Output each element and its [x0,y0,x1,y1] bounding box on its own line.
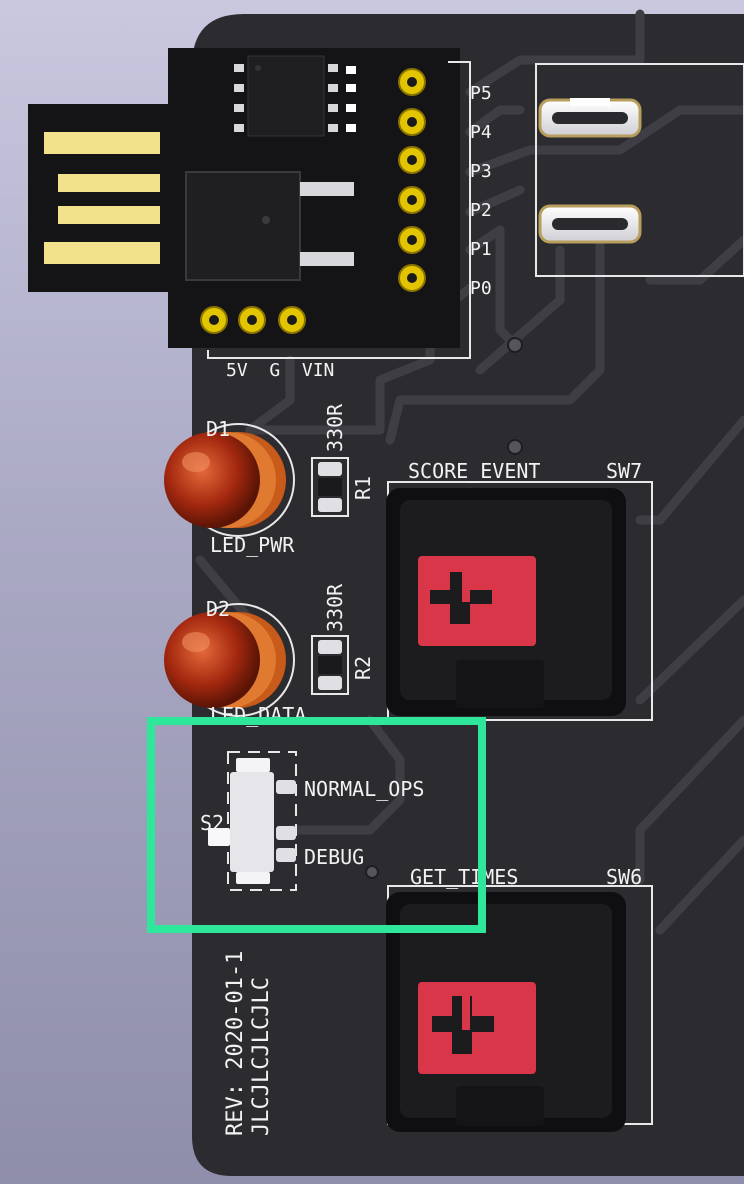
s2-option-normal: NORMAL_OPS [304,777,424,801]
led-d2 [164,603,295,717]
voltage-regulator [185,171,301,281]
pin-label-p5: P5 [470,83,492,104]
d1-ref: D1 [206,417,230,441]
pin-label-p1: P1 [470,239,492,260]
header-pins [394,62,434,298]
keycap-cross-icon [430,572,492,624]
sw7-ref: SW7 [606,459,642,483]
s2-ref: S2 [200,811,224,835]
mounting-slots [535,63,744,277]
s2-option-debug: DEBUG [304,845,364,869]
copper-traces [195,9,744,935]
r1-ref: R1 [351,476,375,500]
pin-label-p3: P3 [470,161,492,182]
resistor-r2 [311,635,349,695]
pin-label-p2: P2 [470,200,492,221]
pin-label-p4: P4 [470,122,492,143]
highlight-box [147,717,486,933]
usb-contacts [44,132,160,264]
d1-name: LED_PWR [210,533,295,557]
pin-label-p0: P0 [470,278,492,299]
power-pins [200,306,306,334]
d2-ref: D2 [206,597,230,621]
r2-ref: R2 [351,656,375,680]
jlc-order-text: JLCJLCJLCJLC [249,977,274,1136]
resistor-r1 [311,457,349,517]
vias [365,337,523,879]
r1-value: 330R [323,403,347,452]
revision-text: REV: 2020-01-1 [223,951,248,1136]
keyswitch-sw7[interactable] [386,481,653,721]
sw6-ref: SW6 [606,865,642,889]
keyswitch-sw6[interactable] [386,885,653,1132]
usb-dev-board [28,48,460,348]
power-pin-labels: 5V G VIN [226,360,334,381]
led-d1 [164,423,295,537]
sw7-name: SCORE_EVENT [408,459,540,483]
sw6-name: GET_TIMES [410,865,518,889]
slide-switch-s2[interactable] [208,751,297,891]
r2-value: 330R [323,583,347,632]
